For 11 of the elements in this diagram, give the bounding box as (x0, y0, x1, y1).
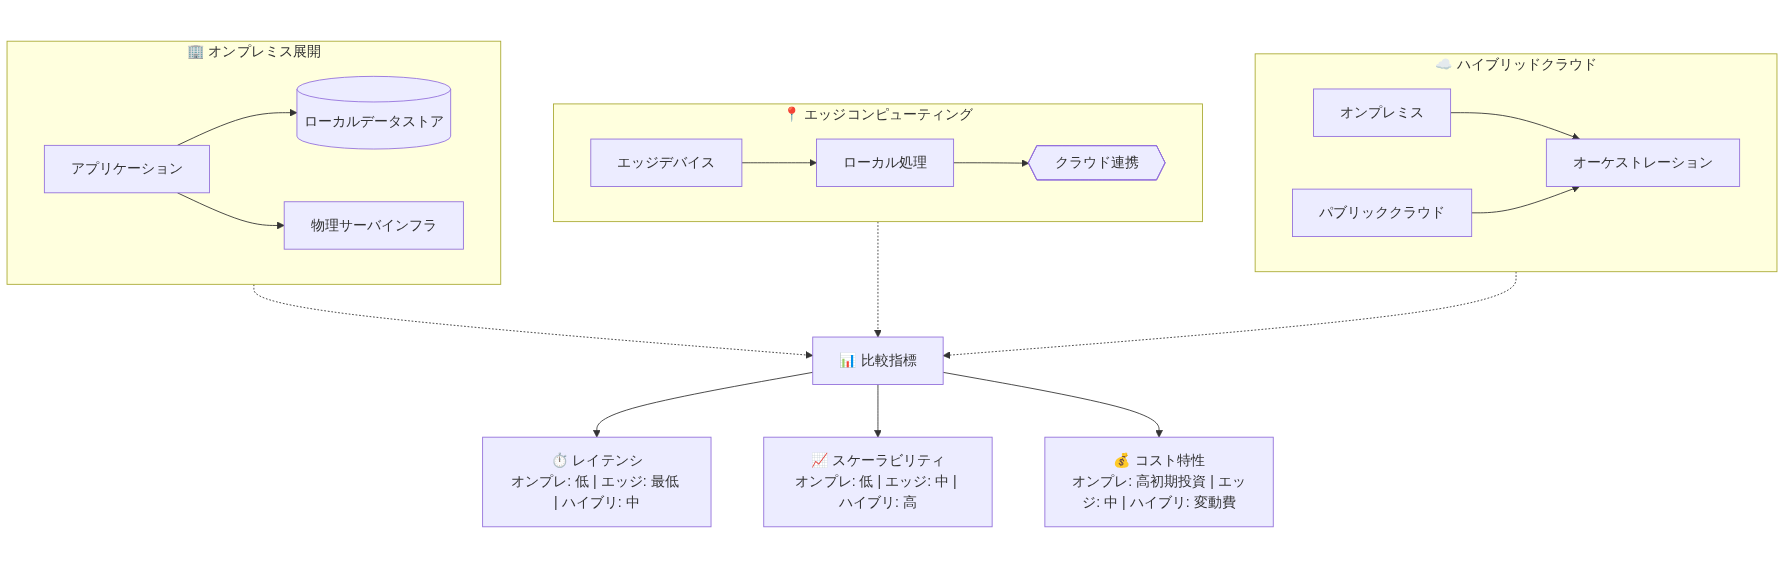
node-box: 📈 スケーラビリティ オンプレ: 低 | エッジ: 中 | ハイブリ: 高 (763, 436, 993, 528)
node-box: オンプレミス (1313, 88, 1452, 137)
node-box: エッジデバイス (590, 138, 743, 187)
node-box: オーケストレーション (1545, 138, 1741, 187)
node-box: 物理サーバインフラ (283, 201, 464, 250)
node-box: パブリッククラウド (1292, 188, 1473, 237)
node-box: 💰 コスト特性 オンプレ: 高初期投資 | エッジ: 中 | ハイブリ: 変動費 (1044, 436, 1274, 528)
node-box: ⏱ レイテンシ オンプレ: 低 | エッジ: 最低 | ハイブリ: 中 (482, 436, 712, 528)
node-box: ローカル処理 (816, 138, 955, 187)
node-box: 📊 比較指標 (812, 336, 944, 385)
node-box: アプリケーション (43, 144, 210, 194)
